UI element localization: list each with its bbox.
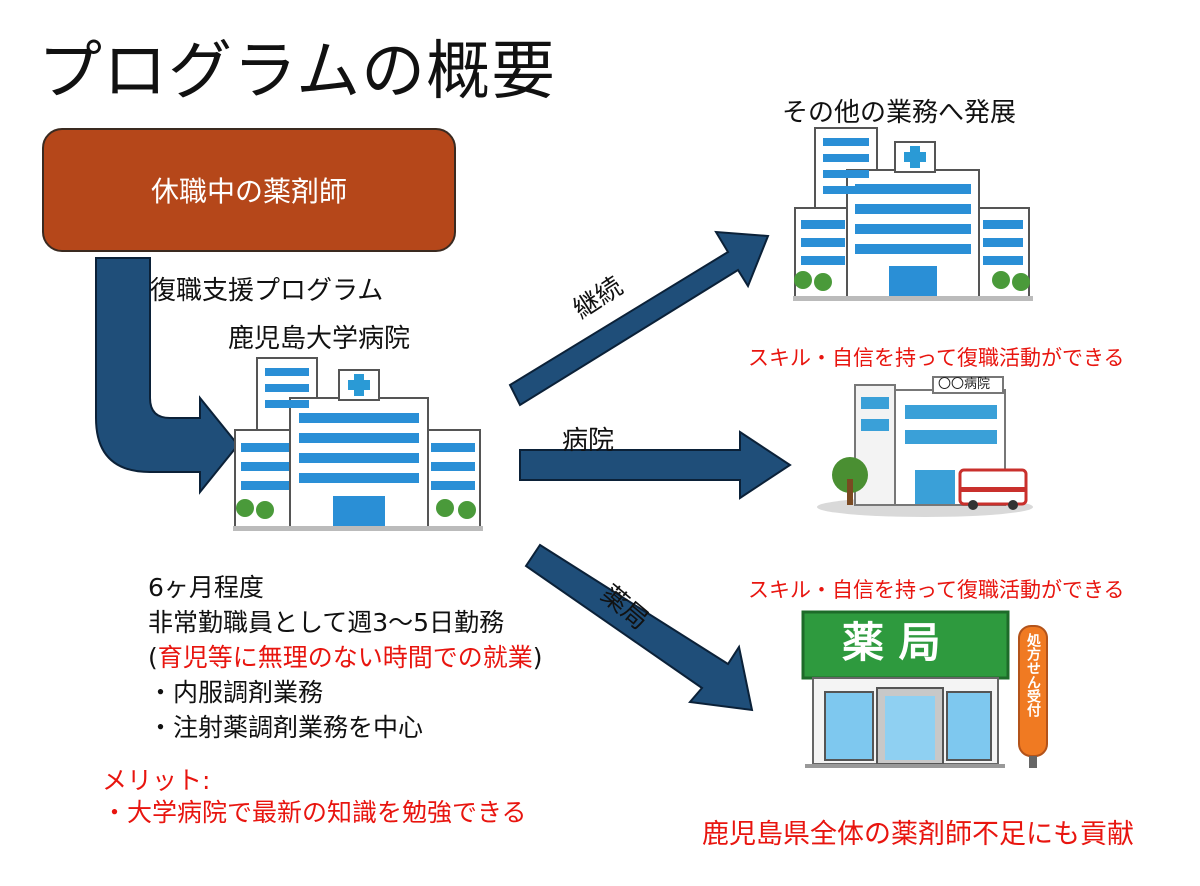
merit-section: メリット: ・大学病院で最新の知識を勉強できる: [102, 765, 527, 829]
pharmacy-side-sign-text: 処方せん受付: [1025, 632, 1042, 718]
work-schedule-line: 非常勤職員として週3〜5日勤務: [148, 608, 505, 637]
page-title: プログラムの概要: [38, 35, 557, 109]
paren-open: (: [148, 643, 158, 672]
continue-arrow: [508, 230, 770, 407]
pharmacy-arrow: [524, 543, 754, 712]
paren-close: ): [532, 643, 543, 672]
pharmacy-icon: [801, 610, 1048, 768]
skill-text-hospital: スキル・自信を持って復職活動ができる: [748, 346, 1125, 370]
hospital-name-label: 鹿児島大学病院: [228, 324, 411, 354]
flexible-work-text: 育児等に無理のない時間での就業: [157, 643, 533, 672]
merit-heading: メリット:: [102, 766, 211, 795]
hospital-with-ambulance-icon: [817, 376, 1033, 517]
pharmacist-on-leave-box: 休職中の薬剤師: [42, 128, 456, 252]
program-label: 復職支援プログラム: [150, 276, 384, 306]
injection-dispensing-line: ・注射薬調剤業務を中心: [148, 713, 424, 742]
skill-text-pharmacy: スキル・自信を持って復職活動ができる: [748, 578, 1125, 602]
hospital-arrow: [519, 430, 792, 500]
program-details: 6ヶ月程度 非常勤職員として週3〜5日勤務 (育児等に無理のない時間での就業) …: [148, 570, 543, 745]
return-to-work-arrow: [95, 257, 240, 495]
university-hospital-icon: [233, 357, 483, 531]
flexible-work-line: (育児等に無理のない時間での就業): [148, 640, 543, 675]
duration-line: 6ヶ月程度: [148, 573, 264, 602]
large-hospital-icon: [793, 127, 1033, 301]
merit-item: ・大学病院で最新の知識を勉強できる: [102, 798, 527, 827]
pharmacist-on-leave-label: 休職中の薬剤師: [150, 175, 347, 208]
contribution-text: 鹿児島県全体の薬剤師不足にも貢献: [702, 819, 1134, 850]
pharmacy-sign-text: 薬 局: [842, 618, 941, 667]
hospital-sign-text: 〇〇病院: [938, 377, 990, 392]
hospital-branch-label: 病院: [562, 426, 615, 456]
other-work-label: その他の業務へ発展: [782, 98, 1017, 128]
internal-dispensing-line: ・内服調剤業務: [148, 678, 324, 707]
